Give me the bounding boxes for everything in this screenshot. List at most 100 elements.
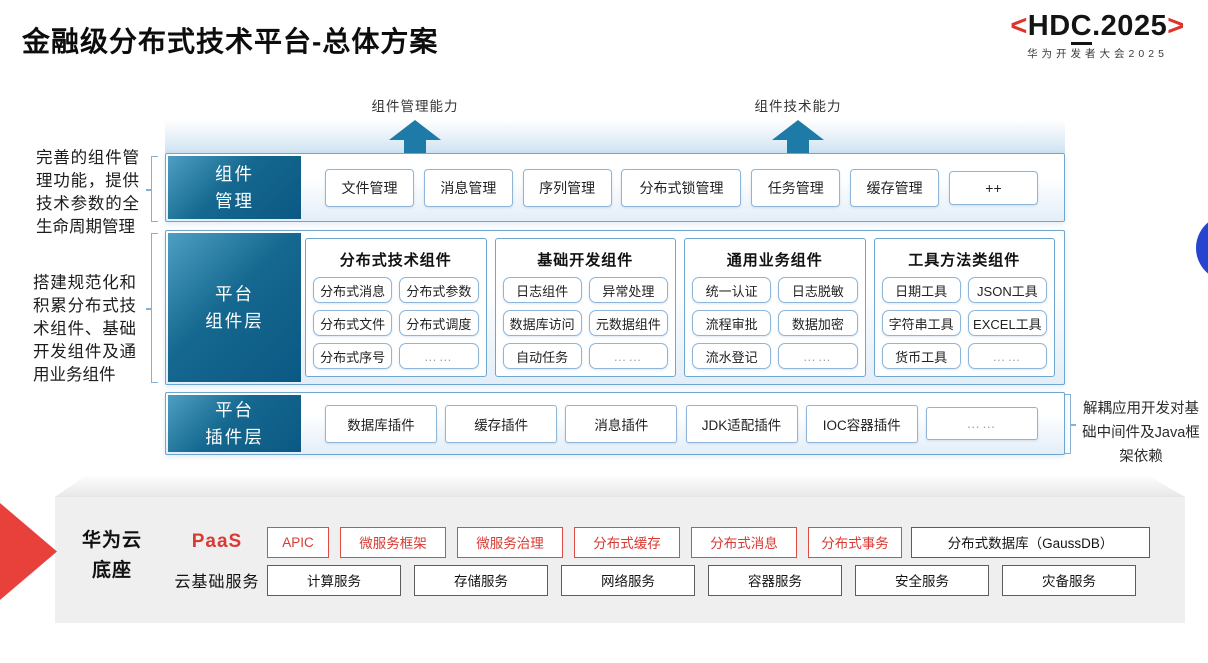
- cell-exception-handling: 异常处理: [588, 277, 668, 303]
- cell-process-approval: 流程审批: [692, 310, 772, 336]
- foundation-slab-top-face: [55, 476, 1185, 497]
- column-common-business: 通用业务组件 统一认证 日志脱敏 流程审批 数据加密 流水登记 ……: [684, 238, 866, 377]
- chip-task-management: 任务管理: [751, 168, 841, 207]
- cell-journal-register: 流水登记: [692, 343, 772, 369]
- paas-box-distributed-transaction: 分布式事务: [808, 526, 902, 558]
- paas-box-gaussdb: 分布式数据库（GaussDB）: [911, 526, 1150, 558]
- row-component-management: 组件 管理 文件管理 消息管理 序列管理 分布式锁管理 任务管理 缓存管理 ++: [165, 153, 1065, 222]
- chip-ellipsis: ……: [925, 407, 1038, 440]
- cell-excel-tool: EXCEL工具: [967, 310, 1047, 336]
- row-label-component-management: 组件 管理: [168, 156, 301, 219]
- arrow-label: 组件技术能力: [754, 99, 842, 114]
- chip-message-management: 消息管理: [423, 168, 513, 207]
- component-columns: 分布式技术组件 分布式消息 分布式参数 分布式文件 分布式调度 分布式序号 ………: [303, 231, 1064, 384]
- logo-left-bracket: <: [1010, 10, 1028, 42]
- chip-cache-management: 缓存管理: [850, 168, 940, 207]
- gradient-band: [165, 120, 1065, 153]
- cell-distributed-sequence: 分布式序号: [313, 343, 393, 369]
- cell-string-tool: 字符串工具: [881, 310, 961, 336]
- cell-auto-task: 自动任务: [502, 343, 582, 369]
- row-platform-component-layer: 平台 组件层 分布式技术组件 分布式消息 分布式参数 分布式文件 分布式调度 分…: [165, 230, 1065, 385]
- cell-ellipsis: ……: [588, 343, 668, 369]
- paas-box-distributed-cache: 分布式缓存: [574, 526, 680, 558]
- cell-ellipsis: ……: [967, 343, 1047, 369]
- foundation-slab: 华为云 底座 PaaS APIC 微服务框架 微服务治理 分布式缓存 分布式消息…: [55, 497, 1185, 623]
- row-content: 数据库插件 缓存插件 消息插件 JDK适配插件 IOC容器插件 ……: [303, 393, 1064, 454]
- cell-distributed-parameter: 分布式参数: [399, 277, 479, 303]
- column-title: 分布式技术组件: [339, 252, 452, 269]
- left-bracket-row2: [146, 233, 158, 383]
- column-grid: 分布式消息 分布式参数 分布式文件 分布式调度 分布式序号 ……: [313, 277, 479, 369]
- paas-box-microservice-governance: 微服务治理: [457, 526, 563, 558]
- column-title: 通用业务组件: [726, 252, 823, 269]
- column-title: 基础开发组件: [537, 252, 634, 269]
- cell-data-encryption: 数据加密: [778, 310, 858, 336]
- chip-list: 文件管理 消息管理 序列管理 分布式锁管理 任务管理 缓存管理 ++: [303, 154, 1064, 221]
- note-plugin-layer: 解耦应用开发对基础中间件及Java框架依赖: [1082, 401, 1200, 465]
- cell-unified-auth: 统一认证: [692, 277, 772, 303]
- paas-label: PaaS: [191, 531, 243, 552]
- left-bracket-row1: [146, 156, 158, 222]
- cell-currency-tool: 货币工具: [881, 343, 961, 369]
- chip-database-plugin: 数据库插件: [325, 404, 437, 443]
- chip-list: 数据库插件 缓存插件 消息插件 JDK适配插件 IOC容器插件 ……: [303, 393, 1064, 454]
- note-platform-components: 搭建规范化和积累分布式技术组件、基础开发组件及通用业务组件: [33, 274, 136, 384]
- column-grid: 日期工具 JSON工具 字符串工具 EXCEL工具 货币工具 ……: [881, 277, 1047, 369]
- column-utility-tools: 工具方法类组件 日期工具 JSON工具 字符串工具 EXCEL工具 货币工具 ……: [873, 238, 1055, 377]
- up-arrow-icon: [772, 120, 824, 140]
- chip-jdk-adapter-plugin: JDK适配插件: [685, 404, 798, 443]
- row-label-platform-components: 平台 组件层: [168, 233, 301, 382]
- right-bracket-row3: [1064, 394, 1076, 454]
- cell-ellipsis: ……: [778, 343, 858, 369]
- page-title: 金融级分布式技术平台-总体方案: [22, 26, 439, 57]
- logo-hd: HD: [1027, 10, 1071, 42]
- red-pointer-icon: [0, 503, 57, 600]
- foundation-label: 华为云 底座: [81, 530, 142, 581]
- capability-arrow-management: 组件管理能力: [330, 95, 500, 155]
- logo-year: .2025: [1092, 10, 1168, 42]
- chip-sequence-management: 序列管理: [522, 168, 612, 207]
- column-title: 工具方法类组件: [908, 252, 1021, 269]
- chip-file-management: 文件管理: [325, 168, 414, 207]
- paas-box-microservice-framework: 微服务框架: [340, 526, 446, 558]
- cell-distributed-file: 分布式文件: [313, 310, 393, 336]
- paas-row: PaaS APIC 微服务框架 微服务治理 分布式缓存 分布式消息 分布式事务 …: [167, 526, 1167, 558]
- iaas-box-compute: 计算服务: [267, 564, 401, 596]
- hdc-logo: <HDC.2025> 华为开发者大会2025: [995, 10, 1200, 61]
- hdc-logo-text: <HDC.2025>: [995, 10, 1200, 45]
- cell-distributed-scheduling: 分布式调度: [399, 310, 479, 336]
- chip-message-plugin: 消息插件: [565, 404, 678, 443]
- column-grid: 日志组件 异常处理 数据库访问 元数据组件 自动任务 ……: [502, 277, 668, 369]
- up-arrow-stem: [404, 140, 426, 155]
- row-platform-plugin-layer: 平台 插件层 数据库插件 缓存插件 消息插件 JDK适配插件 IOC容器插件 ……: [165, 392, 1065, 455]
- chip-ioc-container-plugin: IOC容器插件: [805, 404, 918, 443]
- logo-c-underlined: C: [1070, 10, 1093, 45]
- cell-log-component: 日志组件: [502, 277, 582, 303]
- iaas-label: 云基础服务: [174, 574, 260, 591]
- logo-right-bracket: >: [1167, 10, 1185, 42]
- chip-distributed-lock-management: 分布式锁管理: [621, 168, 742, 207]
- row-content: 分布式技术组件 分布式消息 分布式参数 分布式文件 分布式调度 分布式序号 ………: [303, 231, 1064, 384]
- cell-date-tool: 日期工具: [881, 277, 961, 303]
- iaas-box-network: 网络服务: [561, 564, 695, 596]
- iaas-box-disaster-recovery: 灾备服务: [1002, 564, 1136, 596]
- capability-arrow-technology: 组件技术能力: [713, 95, 883, 155]
- note-component-management: 完善的组件管理功能，提供技术参数的全生命周期管理: [36, 149, 139, 236]
- paas-box-distributed-message: 分布式消息: [691, 526, 797, 558]
- iaas-row: 云基础服务 计算服务 存储服务 网络服务 容器服务 安全服务 灾备服务: [167, 564, 1167, 596]
- column-grid: 统一认证 日志脱敏 流程审批 数据加密 流水登记 ……: [692, 277, 858, 369]
- cell-ellipsis: ……: [399, 343, 479, 369]
- blue-circle-decoration: [1196, 215, 1208, 281]
- cell-database-access: 数据库访问: [502, 310, 582, 336]
- row-content: 文件管理 消息管理 序列管理 分布式锁管理 任务管理 缓存管理 ++: [303, 154, 1064, 221]
- cell-log-masking: 日志脱敏: [778, 277, 858, 303]
- column-basic-dev: 基础开发组件 日志组件 异常处理 数据库访问 元数据组件 自动任务 ……: [494, 238, 676, 377]
- iaas-box-storage: 存储服务: [414, 564, 548, 596]
- iaas-box-container: 容器服务: [708, 564, 842, 596]
- chip-plus-plus: ++: [948, 170, 1038, 205]
- paas-box-apic: APIC: [267, 526, 329, 558]
- up-arrow-icon: [389, 120, 441, 140]
- chip-cache-plugin: 缓存插件: [445, 404, 558, 443]
- arrow-label: 组件管理能力: [371, 99, 459, 114]
